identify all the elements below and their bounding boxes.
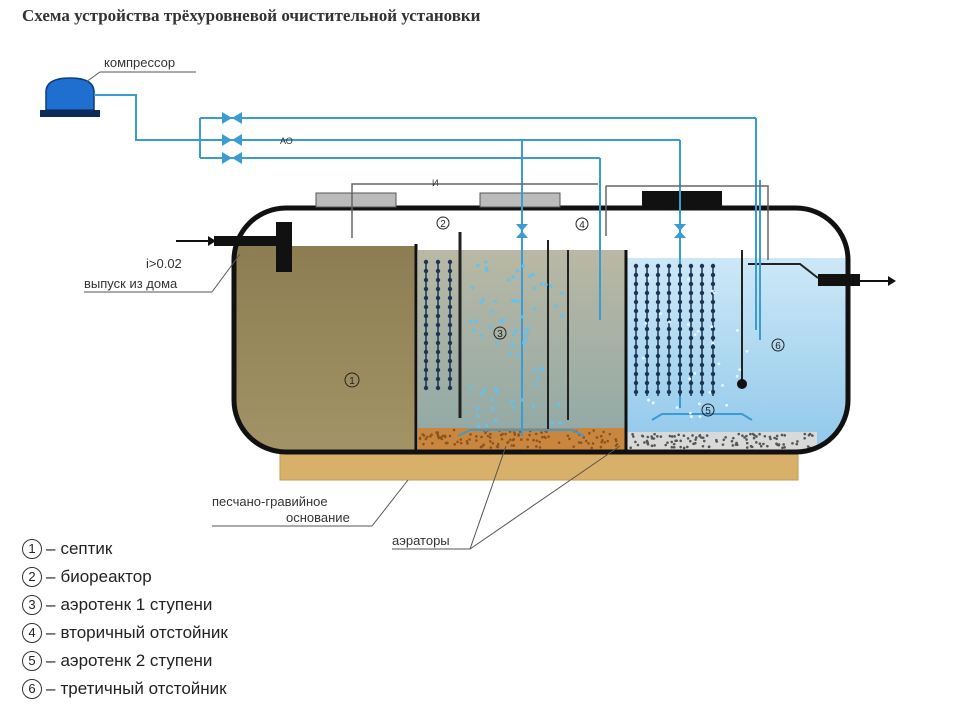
zone-marker-6: 6 xyxy=(771,338,785,352)
legend-item: 2–биореактор xyxy=(22,563,228,591)
valve-3-icon xyxy=(222,152,232,164)
valve-5-icon xyxy=(674,224,686,231)
aerators-label: аэраторы xyxy=(392,533,450,548)
diagram-title: Схема устройства трёхуровневой очистител… xyxy=(22,6,481,25)
valve-2-icon xyxy=(222,134,232,146)
legend-item: 6–третичный отстойник xyxy=(22,675,228,703)
valve-4-icon xyxy=(516,224,528,231)
hatch-2 xyxy=(479,192,561,208)
svg-text:1: 1 xyxy=(349,376,355,387)
legend-item: 3–аэротенк 1 ступени xyxy=(22,591,228,619)
legend-item: 1–септик xyxy=(22,535,228,563)
svg-text:5: 5 xyxy=(705,406,711,417)
outlet-pipe xyxy=(818,274,860,286)
hatch-1 xyxy=(315,192,397,208)
zone-marker-2: 2 xyxy=(436,216,450,230)
zone-marker-5: 5 xyxy=(701,403,715,417)
svg-text:3: 3 xyxy=(497,329,503,340)
zone-marker-3: 3 xyxy=(493,326,507,340)
sand-gravel-base xyxy=(279,449,799,481)
sand-base-label-line1: песчано-гравийное xyxy=(212,494,328,509)
slope-label: i>0.02 xyxy=(146,256,182,271)
zone-marker-1: 1 xyxy=(344,372,360,388)
svg-text:4: 4 xyxy=(579,220,585,231)
tank-outline xyxy=(231,205,851,455)
inlet-pipe xyxy=(214,236,292,246)
outlet-arrow xyxy=(888,276,896,286)
inlet-riser xyxy=(276,222,292,272)
legend: 1–септик 2–биореактор 3–аэротенк 1 ступе… xyxy=(22,535,228,703)
valves xyxy=(222,112,686,238)
house-outlet-label: выпуск из дома xyxy=(84,276,178,291)
hatch-3 xyxy=(642,191,722,207)
float-ball xyxy=(737,379,747,389)
compressor-icon xyxy=(40,77,100,117)
legend-item: 5–аэротенк 2 ступени xyxy=(22,647,228,675)
airlift-pipes xyxy=(351,183,769,260)
air-pipes xyxy=(94,94,761,437)
pipe-label-ao: АО xyxy=(280,136,293,146)
air-bubbles xyxy=(468,260,749,429)
aerotank-2-liquid xyxy=(627,258,848,452)
aerator-columns xyxy=(423,259,716,396)
septic-liquid xyxy=(234,246,416,452)
legend-item: 4–вторичный отстойник xyxy=(22,619,228,647)
outlet-collector xyxy=(748,263,819,279)
svg-text:2: 2 xyxy=(440,219,446,230)
valve-1-icon xyxy=(222,112,232,124)
zone-marker-4: 4 xyxy=(575,217,589,231)
compressor-label: компрессор xyxy=(104,55,175,70)
sand-base-label-line2: основание xyxy=(286,510,350,525)
svg-text:6: 6 xyxy=(775,341,781,352)
inlet-arrow xyxy=(208,236,216,246)
pipe-label-i: И xyxy=(432,178,438,188)
